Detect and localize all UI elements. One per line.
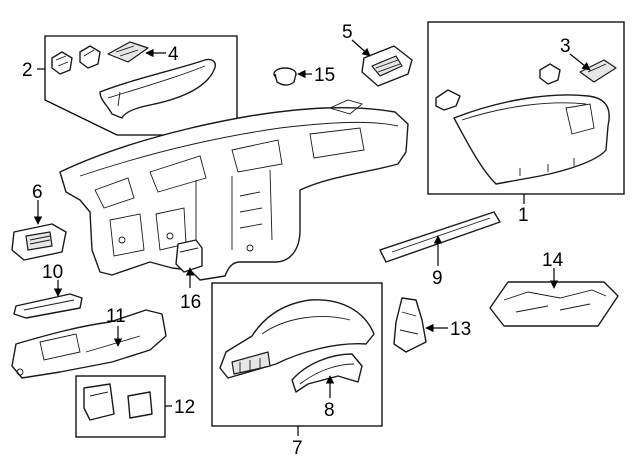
callout-1: 1: [518, 205, 529, 226]
part-9-trim-strip: [379, 211, 501, 263]
callout-7: 7: [292, 438, 303, 459]
part-cluster-finish-panel: [99, 58, 216, 119]
part-7-cluster-bezel: [219, 299, 375, 379]
callout-15: 15: [314, 65, 335, 86]
callout-3: 3: [560, 36, 571, 57]
part-glove-box-clip-b: [539, 63, 561, 85]
leader-5: [351, 39, 371, 57]
callout-12: 12: [174, 397, 195, 418]
part-12-cover-b: [127, 391, 153, 419]
callout-13: 13: [450, 319, 471, 340]
part-clip-group-2b: [79, 45, 101, 69]
part-glove-box: [453, 94, 610, 185]
part-8-cluster-hood: [291, 353, 363, 393]
part-10-finish-strip: [13, 293, 83, 319]
callout-4: 4: [168, 44, 179, 65]
callout-16: 16: [180, 292, 201, 313]
part-3-cover: [579, 59, 617, 83]
part-glove-box-clip-a: [435, 89, 461, 111]
part-11-lower-panel: [11, 309, 167, 379]
part-12-cover-a: [83, 383, 115, 421]
callout-5: 5: [342, 22, 353, 43]
callout-2: 2: [22, 60, 33, 81]
group-box-7: [211, 282, 383, 427]
part-switch-hole-cover: [107, 41, 149, 63]
group-box-1: [427, 21, 625, 195]
part-13-side-bracket: [393, 297, 427, 353]
part-15-clip: [273, 67, 297, 86]
callout-6: 6: [32, 182, 43, 203]
callout-11: 11: [106, 306, 126, 327]
callout-9: 9: [432, 268, 443, 289]
part-6-left-vent: [11, 223, 67, 261]
part-16-relay: [175, 239, 203, 273]
part-instrument-panel-frame: [59, 99, 409, 281]
leader-3: [569, 53, 591, 71]
callout-8: 8: [324, 400, 335, 421]
callout-10: 10: [42, 262, 63, 283]
part-clip-group-2a: [51, 51, 73, 75]
callout-14: 14: [542, 250, 564, 271]
part-5-side-vent: [361, 45, 413, 87]
part-14-console-panel: [489, 281, 619, 327]
